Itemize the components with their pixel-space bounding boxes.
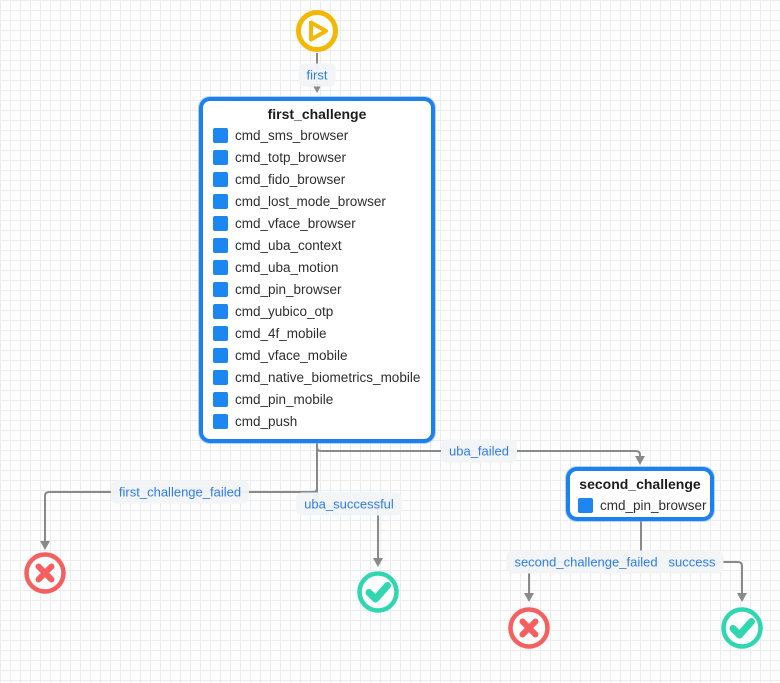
command-item: cmd_sms_browser	[213, 124, 423, 146]
command-square-icon	[213, 303, 228, 319]
command-item: cmd_yubico_otp	[213, 300, 423, 322]
node-second-challenge[interactable]: second_challenge cmd_pin_browser	[566, 467, 714, 521]
command-item: cmd_native_biometrics_mobile	[213, 366, 423, 388]
command-label: cmd_lost_mode_browser	[235, 193, 386, 209]
command-item: cmd_push	[213, 410, 423, 432]
command-square-icon	[213, 149, 228, 165]
success-node-uba[interactable]	[355, 569, 401, 615]
arrowhead-success	[737, 593, 747, 602]
command-label: cmd_native_biometrics_mobile	[235, 369, 421, 385]
command-item: cmd_pin_mobile	[213, 388, 423, 410]
command-list: cmd_pin_browser	[570, 494, 710, 522]
command-item: cmd_totp_browser	[213, 146, 423, 168]
arrowhead-first-challenge-failed	[40, 541, 50, 550]
command-square-icon	[213, 391, 228, 407]
edge-label-second-challenge-failed[interactable]: second_challenge_failed	[506, 550, 666, 574]
command-square-icon	[213, 237, 228, 253]
command-item: cmd_fido_browser	[213, 168, 423, 190]
command-label: cmd_pin_mobile	[235, 391, 334, 407]
command-list: cmd_sms_browser cmd_totp_browser cmd_fido_…	[203, 124, 431, 438]
command-square-icon	[213, 347, 228, 363]
command-label: cmd_totp_browser	[235, 149, 347, 165]
command-label: cmd_sms_browser	[235, 127, 349, 143]
command-label: cmd_pin_browser	[235, 281, 342, 297]
node-first-challenge[interactable]: first_challenge cmd_sms_browser cmd_totp_…	[199, 97, 435, 443]
node-title: second_challenge	[579, 476, 701, 492]
command-square-icon	[213, 193, 228, 209]
play-icon	[296, 10, 338, 52]
node-title: first_challenge	[267, 106, 367, 122]
command-square-icon	[213, 413, 228, 429]
failure-x-icon	[508, 607, 550, 649]
command-item: cmd_lost_mode_browser	[213, 190, 423, 212]
command-item: cmd_vface_mobile	[213, 344, 423, 366]
arrowhead-uba-successful	[373, 558, 383, 567]
failure-node-first-challenge[interactable]	[22, 550, 68, 596]
command-square-icon	[578, 497, 593, 513]
command-square-icon	[213, 127, 228, 143]
edge-label-uba-failed[interactable]: uba_failed	[441, 439, 517, 463]
command-label: cmd_fido_browser	[235, 171, 346, 187]
command-label: cmd_vface_mobile	[235, 347, 348, 363]
command-item: cmd_4f_mobile	[213, 322, 423, 344]
command-square-icon	[213, 281, 228, 297]
arrowhead-uba-failed	[635, 456, 645, 465]
edge-label-uba-successful[interactable]: uba_successful	[296, 492, 402, 516]
command-label: cmd_push	[235, 413, 298, 429]
edge-label-success[interactable]: success	[660, 550, 724, 574]
command-item: cmd_pin_browser	[213, 278, 423, 300]
start-node[interactable]	[294, 8, 340, 54]
command-square-icon	[213, 259, 228, 275]
edge-label-first-challenge-failed[interactable]: first_challenge_failed	[110, 480, 250, 504]
command-item: cmd_uba_motion	[213, 256, 423, 278]
command-square-icon	[213, 369, 228, 385]
failure-x-icon	[24, 552, 66, 594]
command-square-icon	[213, 215, 228, 231]
arrowhead-second-challenge-failed	[524, 593, 534, 602]
command-label: cmd_vface_browser	[235, 215, 356, 231]
success-check-icon	[721, 607, 763, 649]
command-item: cmd_vface_browser	[213, 212, 423, 234]
command-label: cmd_uba_context	[235, 237, 342, 253]
command-item: cmd_uba_context	[213, 234, 423, 256]
failure-node-second-challenge[interactable]	[506, 605, 552, 651]
command-label: cmd_4f_mobile	[235, 325, 327, 341]
command-item: cmd_pin_browser	[578, 494, 707, 516]
success-node-final[interactable]	[719, 605, 765, 651]
edge-label-first[interactable]: first	[298, 63, 336, 87]
success-check-icon	[357, 571, 399, 613]
command-label: cmd_pin_browser	[600, 497, 707, 513]
command-square-icon	[213, 171, 228, 187]
command-label: cmd_uba_motion	[235, 259, 339, 275]
command-square-icon	[213, 325, 228, 341]
command-label: cmd_yubico_otp	[235, 303, 334, 319]
